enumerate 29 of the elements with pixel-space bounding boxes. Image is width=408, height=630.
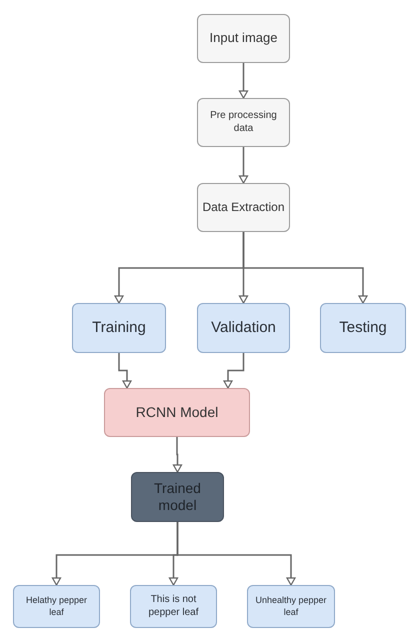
box-label: Validation (211, 318, 276, 338)
arrow (223, 353, 244, 389)
process-box (197, 98, 290, 147)
process-box (72, 303, 166, 353)
process-box (13, 585, 100, 628)
process-box (197, 183, 290, 232)
box-label: RCNN Model (136, 404, 218, 422)
box-label: Training (92, 318, 146, 338)
process-box (197, 303, 290, 353)
box-label: This is not pepper leaf (147, 594, 200, 619)
arrow (118, 353, 132, 389)
process-box (131, 472, 224, 522)
arrow (238, 63, 248, 99)
box-label: Input image (210, 30, 278, 47)
process-box (197, 14, 290, 63)
arrow (176, 522, 296, 586)
box-label: Unhealthy pepper leaf (254, 595, 328, 618)
box-label: Helathy pepper leaf (24, 595, 88, 618)
box-label: Pre processing data (209, 110, 278, 135)
box-label: Trained model (153, 480, 202, 514)
arrow (238, 147, 248, 184)
process-box (247, 585, 335, 628)
arrow (242, 232, 368, 304)
box-label: Testing (339, 318, 387, 338)
box-label: Data Extraction (202, 200, 285, 215)
process-box (130, 585, 217, 628)
process-box (104, 388, 250, 437)
arrow (172, 437, 182, 473)
process-box (320, 303, 406, 353)
